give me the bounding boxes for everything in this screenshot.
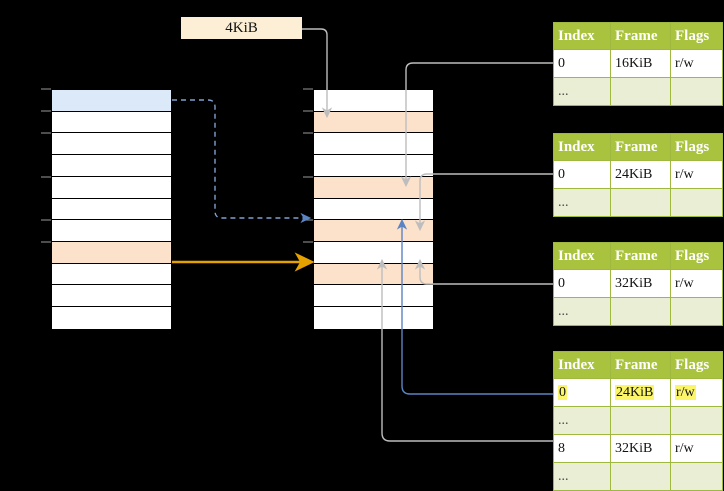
- table-row: ...: [553, 77, 723, 106]
- column-header-frame: Frame: [610, 22, 671, 50]
- column-header-flags: Flags: [670, 133, 723, 161]
- column-header-flags: Flags: [670, 351, 723, 379]
- physical-memory-row: [314, 242, 433, 264]
- table-cell: [610, 77, 671, 106]
- table-cell: ...: [553, 77, 611, 106]
- table-cell: r/w: [670, 49, 723, 78]
- table-cell: ...: [553, 297, 611, 326]
- virtual-address-space-row: [52, 242, 171, 264]
- physical-memory-row: [314, 307, 433, 329]
- wire-table2-to-memory: [414, 173, 553, 232]
- table-cell: ...: [553, 406, 611, 435]
- table-cell: [670, 297, 723, 326]
- virtual-address-space-row: [52, 307, 171, 329]
- wire-table3-to-memory: [414, 258, 553, 285]
- column-header-index: Index: [553, 242, 611, 270]
- physical-memory-row: [314, 220, 433, 243]
- left-column-ticks: [41, 88, 51, 243]
- table-cell: 0: [553, 269, 611, 298]
- table-cell: [670, 77, 723, 106]
- physical-memory-row: [314, 198, 433, 221]
- table-row: ...: [553, 188, 723, 217]
- table-cell: r/w: [670, 434, 723, 463]
- column-header-index: Index: [553, 351, 611, 379]
- physical-memory-row: [314, 133, 433, 156]
- column-header-index: Index: [553, 22, 611, 50]
- physical-memory-row: [314, 263, 433, 286]
- table-cell: [670, 188, 723, 217]
- table-cell: r/w: [670, 378, 723, 407]
- middle-column-ticks: [303, 88, 313, 243]
- table-cell: [670, 406, 723, 435]
- table-cell: 8: [553, 434, 611, 463]
- table-cell: r/w: [670, 160, 723, 189]
- table-cell: [610, 406, 671, 435]
- column-header-frame: Frame: [610, 351, 671, 379]
- virtual-address-space-row: [52, 198, 171, 221]
- table-cell: r/w: [670, 269, 723, 298]
- physical-memory-row: [314, 90, 433, 112]
- physical-memory-row: [314, 155, 433, 177]
- table-row: ...: [553, 462, 723, 491]
- table-cell: 0: [553, 378, 611, 407]
- virtual-address-space-row: [52, 155, 171, 177]
- wire-virtual-blue-to-memory: [172, 99, 312, 224]
- virtual-address-space-row: [52, 220, 171, 243]
- table-cell: 24KiB: [610, 378, 671, 407]
- table-cell: 0: [553, 49, 611, 78]
- physical-memory-column: [313, 89, 434, 330]
- table-row: ...: [553, 406, 723, 435]
- table-row: 0 24KiB r/w: [553, 378, 723, 407]
- page-size-label: 4KiB: [181, 17, 302, 39]
- physical-memory-row: [314, 285, 433, 308]
- table-cell: [610, 462, 671, 491]
- virtual-address-space-row: [52, 111, 171, 134]
- column-header-frame: Frame: [610, 133, 671, 161]
- table-cell: 32KiB: [610, 434, 671, 463]
- virtual-address-space-row: [52, 90, 171, 112]
- physical-memory-row: [314, 176, 433, 199]
- table-row: ...: [553, 297, 723, 326]
- virtual-address-space-row: [52, 133, 171, 156]
- table-cell: [610, 297, 671, 326]
- table-cell: [670, 462, 723, 491]
- virtual-address-space-row: [52, 176, 171, 199]
- virtual-address-space-row: [52, 285, 171, 308]
- highlighted-value: 24KiB: [615, 384, 655, 400]
- table-cell: 16KiB: [610, 49, 671, 78]
- virtual-address-space-row: [52, 263, 171, 286]
- column-header-index: Index: [553, 133, 611, 161]
- table-cell: [610, 188, 671, 217]
- highlighted-value: r/w: [675, 384, 696, 400]
- highlighted-value: 0: [558, 384, 567, 400]
- table-cell: 0: [553, 160, 611, 189]
- table-cell: ...: [553, 462, 611, 491]
- physical-memory-row: [314, 111, 433, 134]
- virtual-address-space-column: [51, 89, 172, 330]
- table-cell: 24KiB: [610, 160, 671, 189]
- column-header-flags: Flags: [670, 242, 723, 270]
- table-cell: 32KiB: [610, 269, 671, 298]
- table-cell: ...: [553, 188, 611, 217]
- column-header-frame: Frame: [610, 242, 671, 270]
- column-header-flags: Flags: [670, 22, 723, 50]
